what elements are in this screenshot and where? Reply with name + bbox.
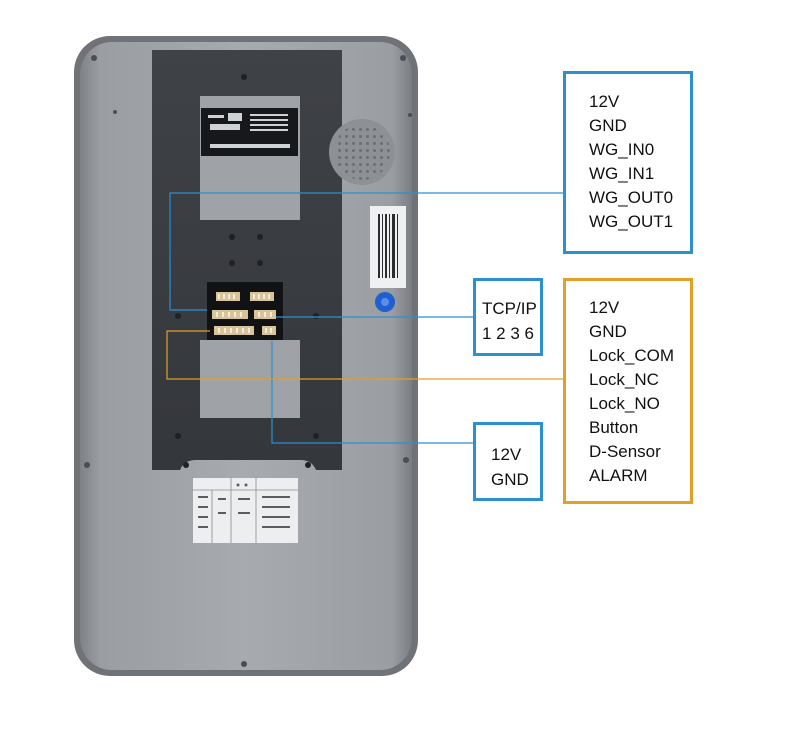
- lock-pin-label: Lock_NC: [589, 370, 659, 389]
- lock-pin-label: 12V: [589, 298, 620, 317]
- power-port-callout: 12V GND: [473, 422, 543, 501]
- product-label-marks: [208, 113, 290, 148]
- lock-port-callout: 12V GND Lock_COM Lock_NC Lock_NO Button …: [563, 278, 693, 504]
- wiring-sticker-grid: [193, 478, 298, 543]
- lock-pin-label: GND: [589, 322, 627, 341]
- wiegand-pin-label: WG_OUT1: [589, 212, 674, 231]
- lock-pin-label: Lock_COM: [589, 346, 675, 365]
- wiegand-pin-label: 12V: [589, 92, 620, 111]
- wiegand-pin-label: WG_IN1: [589, 164, 655, 183]
- shell-screws: [84, 55, 412, 667]
- barcode-sticker: [370, 206, 406, 288]
- wiring-sticker-marks: [198, 483, 290, 528]
- reset-button-center: [381, 298, 389, 306]
- wiegand-pin-label: WG_IN0: [589, 140, 655, 159]
- lock-pin-label: Lock_NO: [589, 394, 660, 413]
- connector-pins: [216, 294, 272, 333]
- barcode-marks: [378, 214, 398, 278]
- power-leader-line: [271, 341, 473, 444]
- lock-pin-label: D-Sensor: [589, 442, 661, 461]
- tcp-port-title: TCP/IP: [482, 299, 537, 318]
- wiegand-leader-line: [169, 192, 563, 311]
- lock-leader-line: [166, 330, 563, 380]
- wiring-sticker: [193, 478, 298, 543]
- tcp-port-pins: 1 2 3 6: [482, 324, 534, 343]
- wiegand-pin-label: WG_OUT0: [589, 188, 674, 207]
- lock-pin-label: Button: [589, 418, 639, 437]
- tcp-port-callout: TCP/IP 1 2 3 6: [473, 278, 543, 356]
- plate-holes: [175, 74, 319, 468]
- speaker-holes: [334, 124, 390, 180]
- power-pin-label: GND: [491, 470, 529, 489]
- power-pin-label: 12V: [491, 445, 522, 464]
- wiegand-port-callout: 12V GND WG_IN0 WG_IN1 WG_OUT0 WG_OUT1: [563, 71, 693, 254]
- lock-pin-label: ALARM: [589, 466, 648, 485]
- wiegand-pin-label: GND: [589, 116, 627, 135]
